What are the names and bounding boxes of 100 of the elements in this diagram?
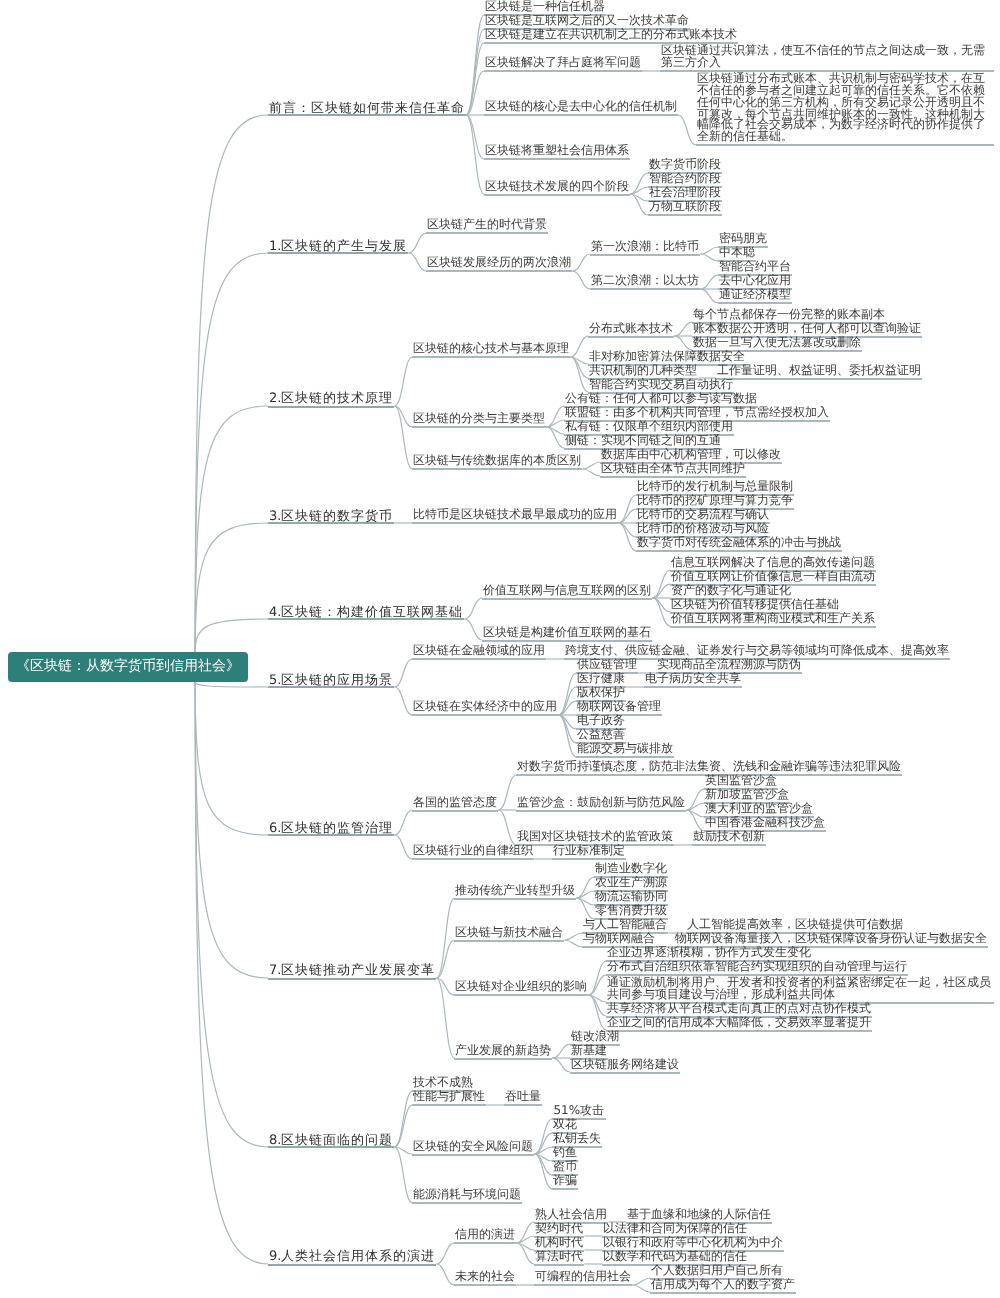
connector-line [194,681,269,688]
connector-line [697,377,717,379]
connector-line [515,1235,535,1244]
connector-line [637,672,657,674]
connector-line [575,876,595,899]
connector-line [629,172,649,195]
connector-line [485,1104,505,1106]
connector-line [497,774,517,811]
connector-line [497,809,517,846]
connector-line [673,321,693,337]
connector-line [194,681,269,1265]
connector-line [515,1221,535,1244]
connector-line [557,714,577,758]
connector-line [435,977,455,996]
connector-line [545,426,565,449]
connector-line [393,1104,413,1148]
connector-line [465,114,485,160]
connector-line [563,932,583,941]
connector-line [571,253,591,272]
connector-line [607,1221,627,1223]
connector-line [569,335,589,358]
connector-line [587,960,607,996]
connector-line [465,114,485,116]
connector-line [551,1043,571,1059]
connector-line [435,1242,455,1265]
connector-line [617,494,637,524]
connector-line [557,714,577,716]
connector-line [699,246,719,255]
connector-line [393,658,413,688]
connector-line [575,897,595,906]
connector-line [393,405,413,470]
connector-line [569,356,589,379]
connector-line [629,193,649,202]
connector-line [545,405,565,428]
connector-line [583,1249,603,1251]
connector-line [699,253,719,262]
connector-line [533,1153,553,1162]
connector-line [617,522,637,538]
connector-line [581,461,601,470]
connector-line [641,70,661,72]
connector-line [569,356,589,393]
connector-line [685,788,705,811]
connector-line [393,1146,413,1155]
connector-line [631,1277,651,1286]
connector-line [651,569,671,599]
connector-line [557,700,577,716]
connector-line [651,597,671,613]
connector-line [557,714,577,744]
connector-line [587,994,607,1003]
connector-line [575,897,595,920]
connector-line [533,858,553,860]
connector-line [575,890,595,899]
connector-line [393,356,413,407]
connector-line [651,597,671,627]
connector-line [677,114,697,146]
connector-line [435,897,455,979]
connector-line [655,946,675,948]
connector-line [629,186,649,195]
connector-line [533,1153,553,1190]
connector-line [587,994,607,1017]
connector-line [587,974,607,996]
connector-line [533,1153,553,1176]
connector-line [699,288,719,290]
connector-line [465,70,485,116]
connector-line [581,468,601,477]
connector-line [557,686,577,716]
connector-line [497,809,517,811]
connector-line [463,618,483,641]
connector-line [533,1132,553,1155]
connector-line [194,618,269,653]
connector-line [583,1263,603,1265]
connector-line [545,426,565,435]
connector-line [651,597,671,599]
connector-line [551,1057,571,1073]
connector-line [407,252,427,272]
connector-line [435,939,455,979]
connector-line [629,193,649,216]
connector-line [545,419,565,428]
connector-line [463,597,483,620]
connector-line [587,994,607,1031]
connector-line [545,658,565,660]
connector-line [685,809,705,818]
connector-line [515,1242,535,1265]
connector-line [393,405,413,428]
connector-line [557,714,577,730]
connector-line [651,583,671,599]
connector-line [465,114,485,195]
connector-line [685,809,705,832]
connector-line [673,844,693,846]
connector-line [699,288,719,304]
connector-line [569,356,589,365]
connector-line [435,1263,455,1286]
connector-line [393,1090,413,1148]
connector-line [617,508,637,524]
connector-line [617,522,637,552]
connector-line [699,274,719,290]
connector-line [673,335,693,337]
connector-line [631,1284,651,1293]
connector-line [393,1146,413,1204]
connector-line [435,977,455,1059]
